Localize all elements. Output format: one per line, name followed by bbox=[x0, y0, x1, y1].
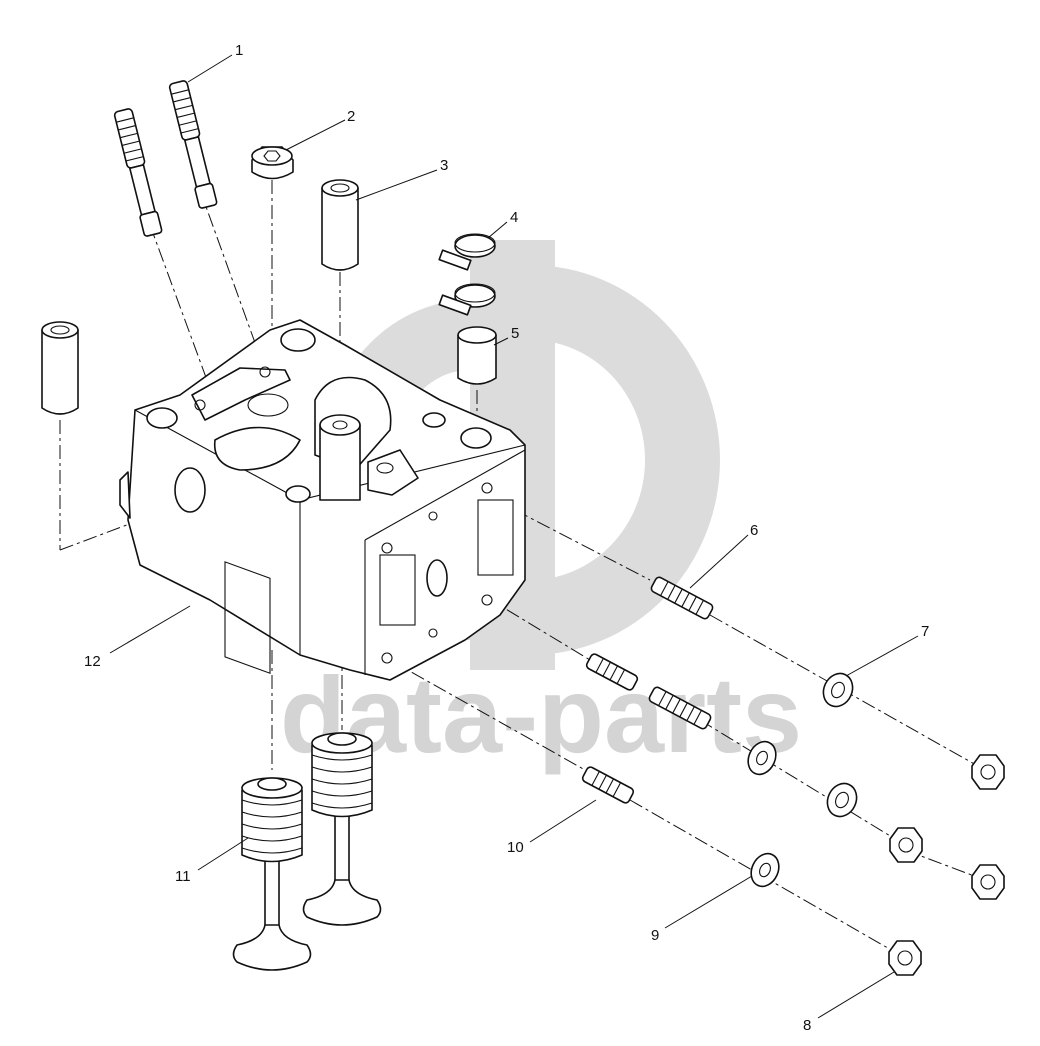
callout-leaders bbox=[109, 54, 919, 1019]
callout-6: 6 bbox=[750, 522, 758, 539]
valve-guide-spare bbox=[41, 321, 79, 415]
callout-4: 4 bbox=[510, 209, 518, 226]
stud-bolt bbox=[585, 576, 714, 730]
callout-3: 3 bbox=[440, 157, 448, 174]
plug-screw bbox=[251, 146, 294, 180]
stud-bolt-long bbox=[113, 80, 218, 237]
hex-nut bbox=[888, 754, 1005, 976]
valve-guide bbox=[321, 179, 359, 271]
lock-washer bbox=[822, 672, 858, 818]
callout-8: 8 bbox=[803, 1017, 811, 1034]
callout-labels: 1 2 3 4 5 6 7 8 9 10 11 12 bbox=[84, 42, 929, 1034]
hose-clamp bbox=[438, 233, 496, 316]
sleeve bbox=[457, 326, 497, 385]
callout-7: 7 bbox=[921, 623, 929, 640]
callout-12: 12 bbox=[84, 653, 101, 670]
callout-9: 9 bbox=[651, 927, 659, 944]
callout-11: 11 bbox=[175, 868, 191, 885]
flat-washer bbox=[747, 740, 780, 888]
callout-2: 2 bbox=[347, 108, 355, 125]
callout-10: 10 bbox=[507, 839, 524, 856]
callout-1: 1 bbox=[235, 42, 243, 59]
cylinder-head bbox=[119, 319, 526, 681]
callout-5: 5 bbox=[511, 325, 519, 342]
valve-assembly bbox=[232, 732, 382, 971]
stud-bolt-short bbox=[581, 766, 635, 804]
